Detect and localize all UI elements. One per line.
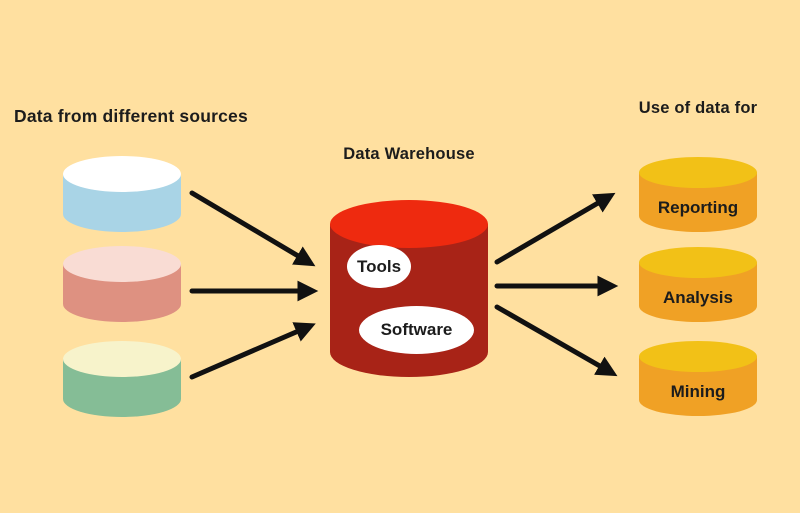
uses-title: Use of data for [638, 99, 758, 117]
tools-bubble: Tools [347, 245, 411, 288]
use-cylinder-reporting: Reporting [639, 157, 757, 232]
warehouse-title: Data Warehouse [343, 145, 475, 163]
warehouse-cylinder-top [330, 200, 488, 248]
arrow-warehouse-to-mining [494, 304, 618, 377]
sources-title: Data from different sources [14, 106, 248, 126]
use-cylinder-analysis-top [639, 247, 757, 278]
source-cylinder-2-top [63, 246, 181, 282]
software-label: Software [380, 320, 453, 339]
use-cylinder-reporting-top [639, 157, 757, 188]
software-bubble: Software [359, 306, 474, 354]
source-cylinder-3-top [63, 341, 181, 377]
tools-label: Tools [356, 256, 402, 276]
source-cylinder-3 [63, 341, 181, 417]
use-cylinder-analysis: Analysis [639, 247, 757, 322]
source-cylinder-2 [63, 246, 181, 322]
warehouse-cylinder: Tools Software [330, 200, 488, 377]
reporting-label: Reporting [657, 197, 739, 217]
arrow-source3-to-warehouse [189, 322, 316, 380]
analysis-label: Analysis [663, 287, 733, 307]
mining-label: Mining [670, 381, 726, 401]
arrow-source1-to-warehouse [189, 190, 316, 267]
use-cylinder-mining-top [639, 341, 757, 372]
arrow-warehouse-to-reporting [494, 192, 616, 265]
use-cylinder-mining: Mining [639, 341, 757, 416]
source-cylinder-1-top [63, 156, 181, 192]
source-cylinder-1 [63, 156, 181, 232]
